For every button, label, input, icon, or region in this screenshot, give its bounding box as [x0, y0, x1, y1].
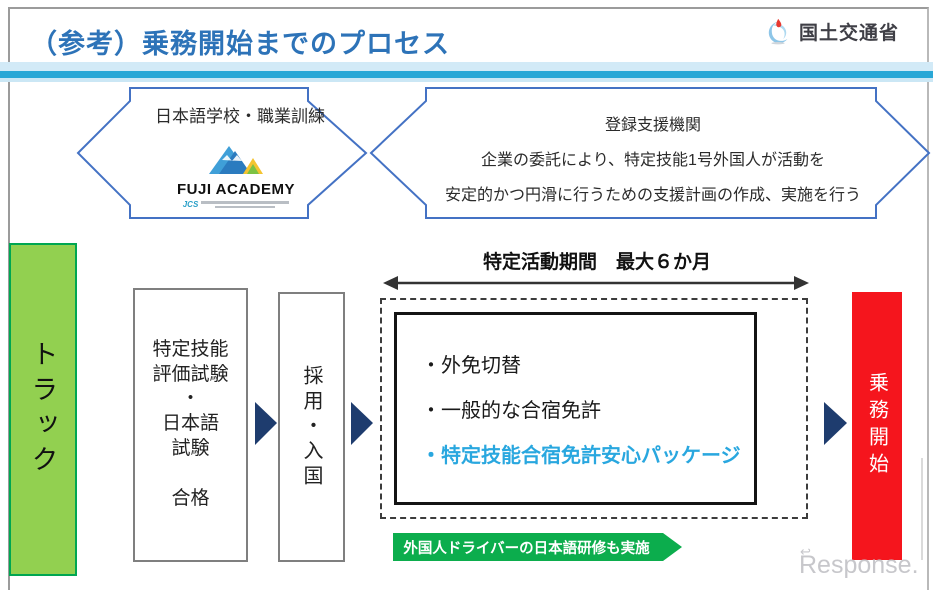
period-label: 特定活動期間 最大６か月 — [482, 252, 711, 273]
jcs-mark: JCS — [182, 200, 199, 209]
right-arrow-text: 登録支援機関 企業の委託により、特定技能1号外国人が活動を 安定的かつ円滑に行う… — [430, 111, 876, 205]
ribbon-label: 外国人ドライバーの日本語研修も実施 — [403, 540, 650, 557]
header-band-top — [0, 62, 933, 71]
support-org-desc-2: 安定的かつ円滑に行うための支援計画の作成、実施を行う — [444, 187, 861, 204]
exam-line: 特定技能 — [152, 338, 229, 360]
left-arrow-label: 日本語学校・職業訓練 — [155, 107, 325, 126]
ministry-name: 国土交通省 — [799, 22, 900, 44]
watermark-text: Response. — [799, 551, 919, 579]
fuji-academy-subline: JCS — [183, 200, 290, 209]
activity-period-dashed-box — [380, 298, 808, 519]
watermark-arrow-icon: ↩ — [800, 544, 811, 559]
exam-line: 日本語 — [161, 413, 219, 434]
watermark-line — [921, 458, 923, 560]
mlit-swirl-icon — [768, 18, 788, 45]
option-foreign-license-switch: ・外免切替 — [421, 355, 521, 377]
option-general-camp-license: ・一般的な合宿免許 — [421, 400, 601, 422]
header-band-bottom — [0, 78, 933, 82]
ministry-logo: 国土交通省 — [763, 16, 899, 46]
response-watermark: ↩ Response. — [799, 544, 919, 580]
exam-pass-label: 合格 — [171, 488, 210, 510]
exam-line: ・ — [180, 388, 200, 410]
start-duty-box: 乗務開始 — [852, 292, 902, 560]
hire-entry-box: 採用・入国 — [278, 292, 345, 562]
support-org-title: 登録支援機関 — [604, 117, 701, 134]
exam-line: 試験 — [171, 437, 210, 459]
fuji-smallprint-bars — [201, 201, 290, 208]
page-title: （参考）乗務開始までのプロセス — [30, 29, 450, 59]
hire-entry-label: 採用・入国 — [300, 364, 322, 490]
support-org-desc-1: 企業の委託により、特定技能1号外国人が活動を — [481, 152, 825, 169]
license-options-box: ・外免切替 ・一般的な合宿免許 ・特定技能合宿免許安心パッケージ — [394, 312, 757, 505]
header-band-stripe — [0, 71, 933, 78]
truck-category-label: トラック — [27, 339, 58, 480]
fuji-academy-logo: FUJI ACADEMY JCS — [166, 140, 306, 209]
truck-category-box: トラック — [9, 243, 77, 576]
fuji-mountain-icon — [209, 146, 263, 174]
start-duty-label: 乗務開始 — [865, 372, 888, 480]
exam-box: 特定技能 評価試験 ・ 日本語 試験 合格 — [133, 288, 248, 562]
fuji-academy-name: FUJI ACADEMY — [177, 181, 295, 198]
exam-line: 評価試験 — [152, 363, 229, 385]
option-anshin-package: ・特定技能合宿免許安心パッケージ — [421, 445, 741, 467]
